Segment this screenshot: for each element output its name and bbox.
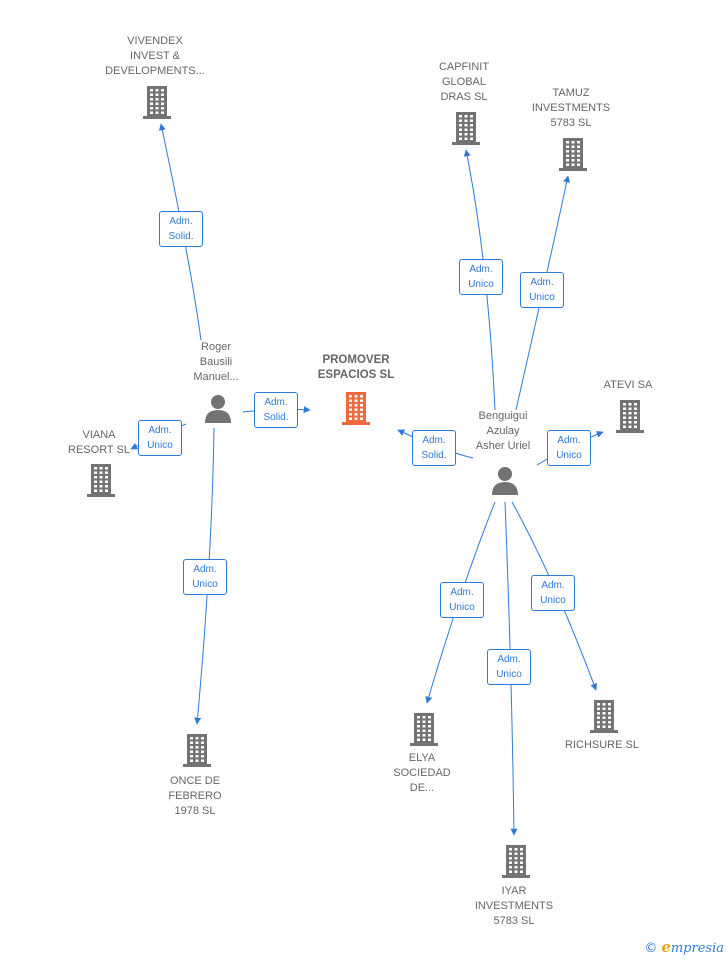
node-label-benguigui[interactable]: Benguigui Azulay Asher Uriel: [475, 409, 531, 452]
edge-label-benguigui-richsure[interactable]: Adm. Unico: [531, 575, 575, 611]
node-label-atevi[interactable]: ATEVI SA: [603, 378, 653, 391]
node-label-roger[interactable]: Roger Bausili Manuel...: [193, 340, 239, 383]
logo-text: mpresia: [670, 941, 724, 956]
node-label-tamuz[interactable]: TAMUZ INVESTMENTS 5783 SL: [531, 86, 611, 129]
logo-initial: e: [661, 938, 671, 956]
company-building-icon[interactable]: [141, 84, 173, 125]
company-building-icon[interactable]: [614, 398, 646, 439]
edge-label-roger-vivendex[interactable]: Adm. Solid.: [159, 211, 203, 247]
node-label-elya[interactable]: ELYA SOCIEDAD DE...: [393, 751, 451, 794]
node-label-iyar[interactable]: IYAR INVESTMENTS 5783 SL: [474, 884, 554, 927]
node-label-once[interactable]: ONCE DE FEBRERO 1978 SL: [168, 774, 222, 817]
edge-label-benguigui-capfinit[interactable]: Adm. Unico: [459, 259, 503, 295]
edge-label-benguigui-promover[interactable]: Adm. Solid.: [412, 430, 456, 466]
edge-label-roger-viana[interactable]: Adm. Unico: [138, 420, 182, 456]
node-label-viana[interactable]: VIANA RESORT SL: [68, 429, 130, 456]
company-building-icon[interactable]: [450, 110, 482, 151]
company-building-icon[interactable]: [557, 136, 589, 177]
main-company-building-icon[interactable]: [340, 390, 372, 431]
company-building-icon[interactable]: [588, 698, 620, 739]
copyright-symbol: ©: [644, 941, 658, 956]
company-building-icon[interactable]: [181, 732, 213, 773]
company-building-icon[interactable]: [85, 462, 117, 503]
node-label-richsure[interactable]: RICHSURE SL: [565, 738, 639, 751]
empresia-logo[interactable]: ©empresia: [644, 938, 724, 956]
edge-label-benguigui-iyar[interactable]: Adm. Unico: [487, 649, 531, 685]
edge-label-roger-promover[interactable]: Adm. Solid.: [254, 392, 298, 428]
node-label-capfinit[interactable]: CAPFINIT GLOBAL DRAS SL: [438, 60, 490, 103]
edge-label-benguigui-atevi[interactable]: Adm. Unico: [547, 430, 591, 466]
node-label-promover[interactable]: PROMOVER ESPACIOS SL: [317, 354, 395, 381]
company-building-icon[interactable]: [408, 711, 440, 752]
edge-label-benguigui-tamuz[interactable]: Adm. Unico: [520, 272, 564, 308]
edge-label-benguigui-elya[interactable]: Adm. Unico: [440, 582, 484, 618]
company-building-icon[interactable]: [500, 843, 532, 884]
node-label-vivendex[interactable]: VIVENDEX INVEST & DEVELOPMENTS...: [105, 34, 205, 77]
edge-label-roger-once[interactable]: Adm. Unico: [183, 559, 227, 595]
person-icon[interactable]: [203, 393, 233, 428]
person-icon[interactable]: [490, 465, 520, 500]
